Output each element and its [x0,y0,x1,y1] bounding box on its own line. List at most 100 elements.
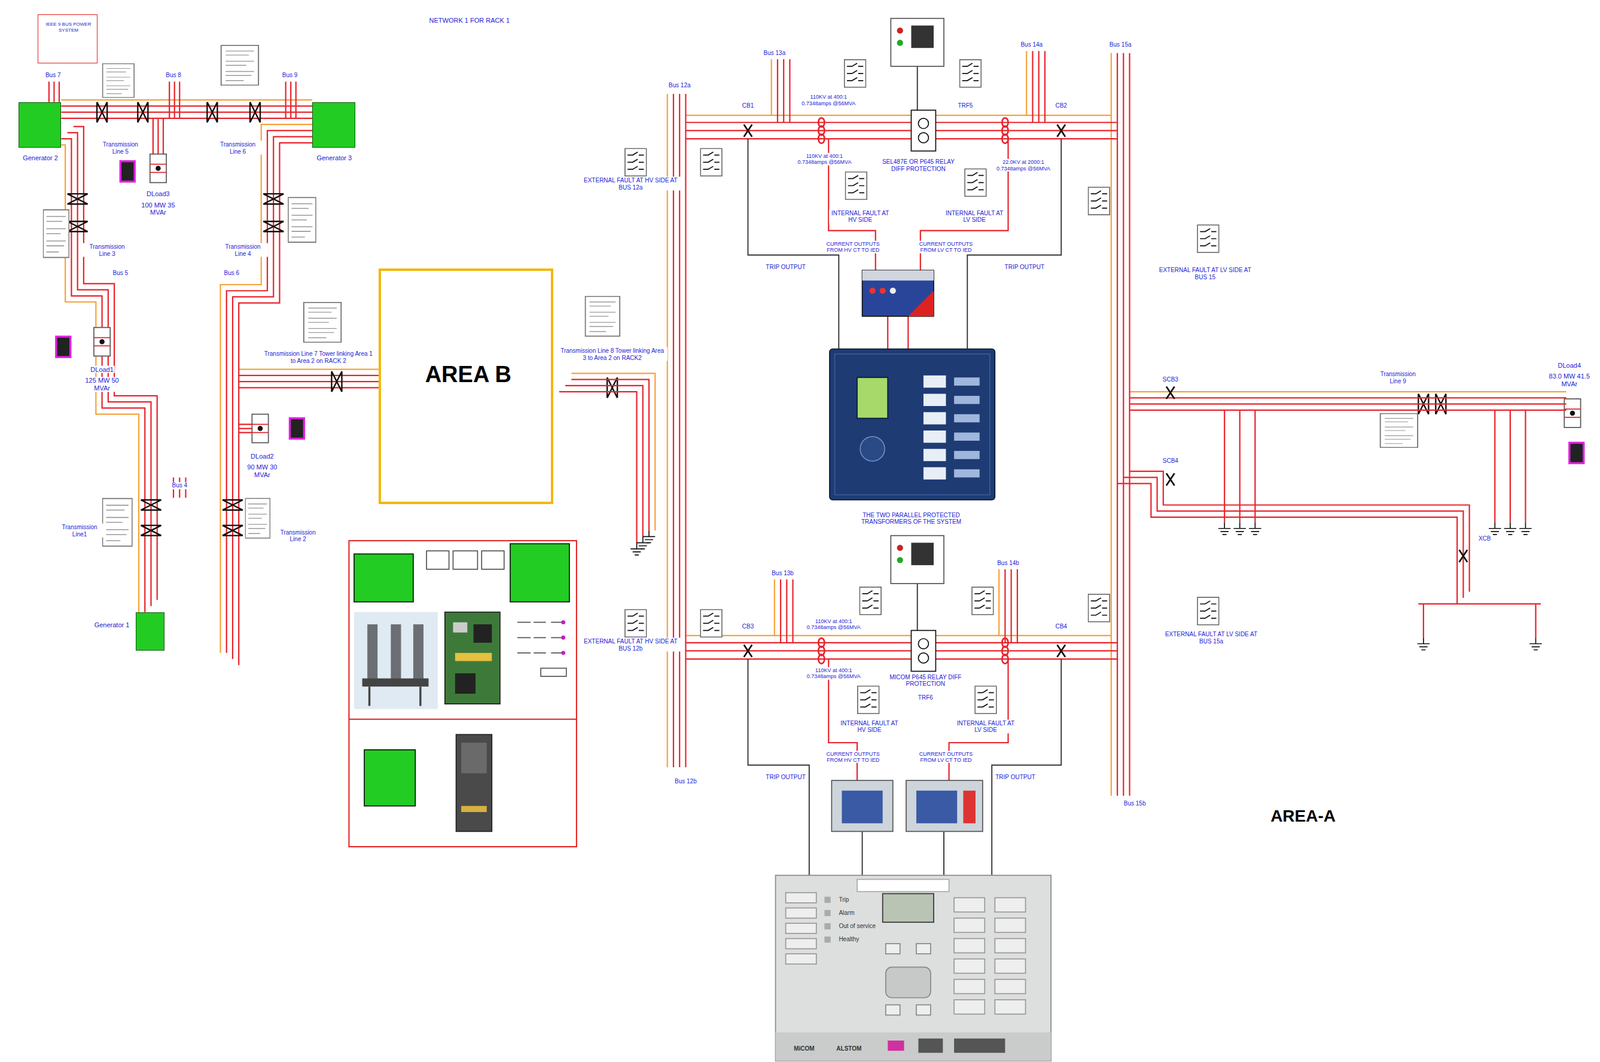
hardware-panel [348,540,576,847]
ground-symbol [637,536,649,549]
transmission-line-symbol [331,371,342,392]
area-a-orange-wires [571,50,1566,796]
ground-symbol [630,543,643,556]
micom-relay-image [775,1032,1052,1062]
micom-relay-image [994,918,1026,933]
transformer-symbol [918,638,929,649]
area-a-orange-wires [685,114,1111,117]
fault-switch-box [625,59,1219,715]
hardware-panel [364,750,416,807]
ct-rating: 22.0KV at 2000:1 0.7348amps @56MVA [989,159,1058,172]
test-set [906,780,983,832]
hardware-panel [369,686,421,706]
hardware-panel [452,550,478,570]
load-label: DLoad1 [89,365,115,374]
calculation-box [221,45,259,86]
test-set [831,780,893,832]
generator-box: Generator 3 [312,102,356,149]
bus-label: Bus 14b [995,559,1021,568]
bus-label: Bus 13a [762,49,788,57]
fault-switch-box [700,609,722,638]
breaker-label: CB4 [1053,623,1068,631]
ground-symbol [1529,637,1542,650]
ct-rating: 110KV at 400:1 0.7348amps @56MVA [799,667,868,681]
fault-switch-box [1197,224,1219,253]
ground-symbol [642,530,655,543]
load-label: DLoad4 [1556,361,1583,370]
area-a-red-wires [1123,477,1464,598]
hardware-panel [561,635,566,640]
area-a-red-wires [1128,53,1130,797]
protection-device [897,557,904,564]
fault-switch-box [857,686,880,714]
relay-label: MICOM P645 RELAY DIFF PROTECTION [881,673,971,688]
node-label: ALSTOM [836,1045,862,1053]
transmission-line-symbol [140,525,161,536]
bus-label: Bus 5 [111,269,130,277]
micom-relay-image [954,918,985,933]
area-a-red-wires [1038,50,1040,123]
micom-relay-image [785,923,817,934]
sel-relay-image [923,449,947,462]
micom-relay-image [954,979,985,995]
area-a-orange-wires [770,59,773,116]
transmission-line-symbol [67,193,88,204]
ground-symbol [1233,522,1246,535]
area-1-orange-wires [61,144,139,612]
area-a-red-wires [779,579,782,643]
fault-switch-box [700,148,722,176]
hardware-panel [348,540,576,847]
transmission-line-symbol [263,193,284,204]
area-a-red-wires [684,93,687,768]
protection-device [890,535,944,584]
micom-relay-image [954,959,985,974]
ground-symbol [1519,522,1532,535]
calculation-box [585,296,621,337]
fault-switch-box [845,171,867,200]
breaker-symbol [1166,386,1175,399]
micom-relay-image [785,939,817,950]
sel-relay-image [857,377,888,419]
calculation-box [102,498,132,547]
transmission-line-symbol [137,102,148,123]
breaker-label: CB3 [741,623,755,631]
trip-wire [862,831,944,876]
test-set [879,287,886,294]
protection-device [897,27,904,34]
sel-relay-image [829,348,995,500]
micom-relay-image [857,879,950,892]
transformer-symbol [918,653,929,664]
hardware-panel [452,622,468,633]
calculation-box [43,45,1418,547]
breaker-label: CB1 [741,102,755,111]
load-symbol [1569,442,1584,463]
signal-label: CURRENT OUTPUTS FROM LV CT TO IED [912,241,981,254]
micom-relay-image [887,1040,904,1051]
test-set [862,270,934,317]
hardware-panel [561,650,566,655]
signal-label: TRIP OUTPUT [764,773,807,782]
area-1-red-wires [238,375,379,377]
node-label: Generator 3 [316,153,352,162]
area-a-red-wires [1117,483,1458,605]
transmission-line-symbol [263,221,284,232]
load-symbol [251,414,268,444]
load-symbol [150,154,167,184]
area-a-red-wires [1418,604,1541,638]
micom-relay-image [954,1038,1005,1054]
sel-relay-image [860,436,885,462]
node-label: Trip [838,896,849,904]
micom-relay-image [882,893,934,923]
fault-label: INTERNAL FAULT AT LV SIDE [954,719,1017,734]
test-set [907,290,934,317]
bus-label: Bus 6 [223,269,242,277]
fault-switch-box [971,587,994,615]
fault-label: INTERNAL FAULT AT LV SIDE [943,209,1006,224]
hardware-panel [354,612,438,710]
area-a-orange-wires [666,93,669,768]
ground-symbol [1248,522,1261,535]
micom-relay-image [918,1038,943,1054]
calculation-box [288,197,316,243]
area-a-red-wires [1122,53,1124,797]
ct-rating: 110KV at 400:1 0.7348amps @56MVA [790,153,859,166]
